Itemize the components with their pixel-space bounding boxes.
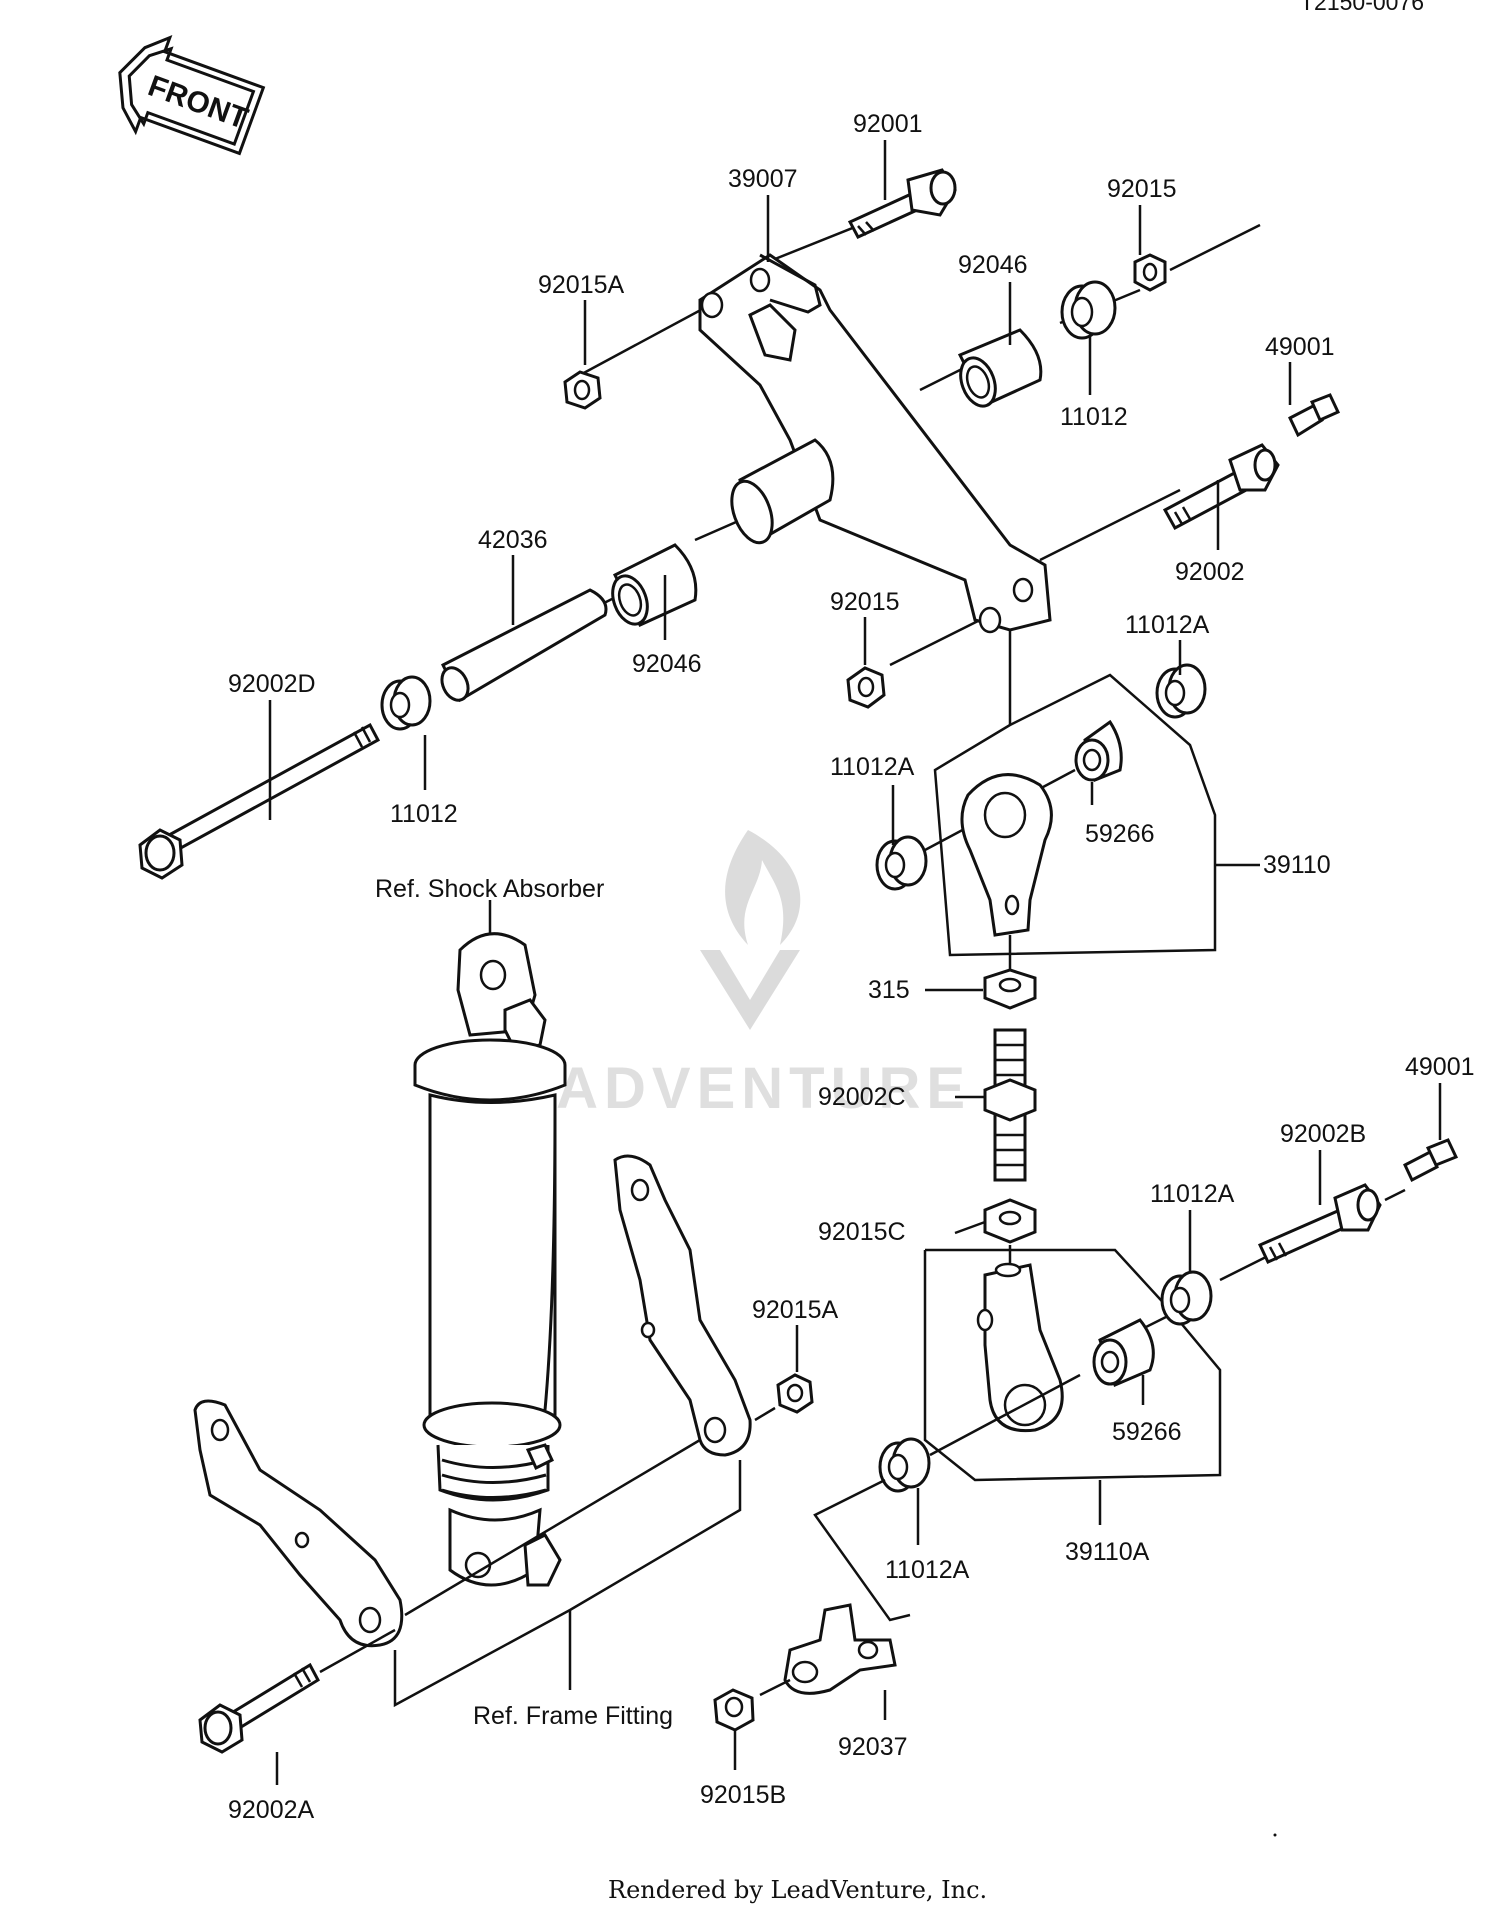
label-92002: 92002 (1175, 558, 1245, 586)
label-92015A-bottom: 92015A (752, 1296, 839, 1324)
label-92015A-top: 92015A (538, 271, 625, 299)
part-labels: 92001 39007 92015 92015A 92046 11012 490… (228, 110, 1475, 1824)
bushing-59266-bottom (1092, 1318, 1155, 1388)
grease-fitting-49001-bottom (1403, 1138, 1459, 1183)
bolt-92002A (198, 1662, 320, 1754)
frame-fitting-bracket-line (393, 1460, 742, 1708)
bracket-axis (404, 1438, 701, 1617)
grease-fitting-49001-top (1288, 393, 1341, 438)
nut-92015B-axis (759, 1678, 791, 1697)
label-49001-top: 49001 (1265, 333, 1335, 361)
label-59266-bottom: 59266 (1112, 1418, 1182, 1446)
nut-92015B (713, 1688, 755, 1732)
nut-315 (983, 968, 1037, 1010)
bolt-92002B (1257, 1183, 1382, 1264)
bolt-92002 (1162, 443, 1280, 531)
leader-lines (268, 140, 1442, 1785)
front-arrow-icon: FRONT (118, 34, 266, 156)
label-11012A-lower-left: 11012A (885, 1556, 970, 1584)
label-42036: 42036 (478, 526, 548, 554)
rod-lower-axis (929, 1373, 1081, 1457)
label-11012A-upper-right: 11012A (1125, 611, 1210, 639)
rocker-arm-39007 (698, 253, 1052, 634)
label-92046-top: 92046 (958, 251, 1028, 279)
nut-92015C (983, 1198, 1037, 1244)
label-49001-bottom: 49001 (1405, 1053, 1475, 1081)
seal-11012A-upper-right (1155, 663, 1207, 719)
label-92001: 92001 (853, 110, 923, 138)
rod-assembly-box-39110 (933, 673, 1217, 957)
bracket-axis-right (754, 1406, 776, 1422)
label-92002C: 92002C (818, 1083, 906, 1111)
seal-11012-top (1060, 280, 1117, 340)
nut-92015A-top (563, 370, 602, 410)
label-11012A-lower-right: 11012A (1150, 1180, 1235, 1208)
label-92015B: 92015B (700, 1781, 786, 1809)
seal-11012A-lower-left (878, 1437, 931, 1493)
bolt-92002D (138, 722, 381, 880)
bracket-92037-leader-line (813, 1478, 911, 1622)
label-92015-top: 92015 (1107, 175, 1177, 203)
connecting-rod-39110 (960, 773, 1053, 937)
bushing-59266-top (1074, 719, 1123, 783)
rod-assembly-box-39110A (923, 1248, 1222, 1482)
frame-bracket-left (193, 1399, 404, 1648)
label-92046-mid: 92046 (632, 650, 702, 678)
bolt-92002B-axis (1219, 1253, 1271, 1282)
seal-11012A-lower-right (1160, 1270, 1213, 1326)
seal-11012A-upper-left (875, 835, 928, 891)
label-92015-mid: 92015 (830, 588, 900, 616)
sleeve-42036 (440, 588, 608, 703)
label-ref-shock-absorber: Ref. Shock Absorber (375, 875, 604, 903)
bushing-92046-mid (611, 543, 698, 627)
label-92002D: 92002D (228, 670, 316, 698)
bolt-92001 (847, 168, 957, 239)
label-11012-left: 11012 (390, 800, 458, 828)
label-92002A: 92002A (228, 1796, 315, 1824)
label-92015C: 92015C (818, 1218, 906, 1246)
frame-bracket-right (613, 1154, 752, 1457)
nut-92015-mid (846, 666, 886, 709)
bushing-92046-top (957, 328, 1043, 408)
label-92037: 92037 (838, 1733, 908, 1761)
label-315: 315 (868, 976, 910, 1004)
seal-11012-left (380, 675, 432, 731)
grease-fitting-axis (1384, 1188, 1406, 1202)
label-39110: 39110 (1263, 851, 1331, 879)
shock-absorber (413, 932, 567, 1587)
adjuster-bolt-92002C (983, 1028, 1037, 1182)
label-92002B: 92002B (1280, 1120, 1366, 1148)
nut-92015A-bottom (776, 1373, 814, 1414)
label-39110A: 39110A (1065, 1538, 1150, 1566)
bolt-92002A-axis (319, 1628, 396, 1674)
diagram-code: T2150-0076 (1300, 0, 1424, 15)
label-ref-frame-fitting: Ref. Frame Fitting (473, 1702, 673, 1730)
nut-92015-top (1133, 253, 1167, 292)
label-39007: 39007 (728, 165, 798, 193)
label-59266-top: 59266 (1085, 820, 1155, 848)
label-11012A-upper-left: 11012A (830, 753, 915, 781)
footer-credit: Rendered by LeadVenture, Inc. (608, 1876, 987, 1904)
label-11012-top: 11012 (1060, 403, 1128, 431)
stray-dot (1273, 1833, 1277, 1837)
bracket-92037 (783, 1603, 897, 1695)
